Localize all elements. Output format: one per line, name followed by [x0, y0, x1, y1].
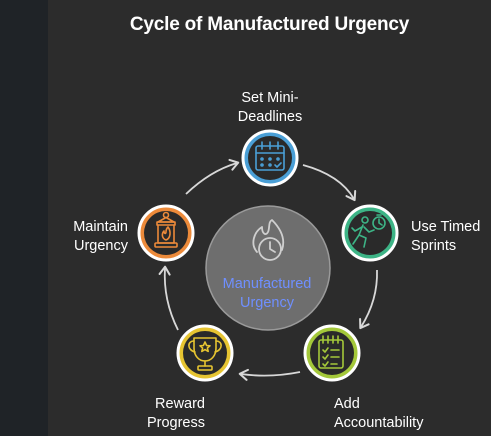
- clock-fire-icon: [252, 219, 285, 261]
- center-node: [205, 205, 331, 331]
- node-set-mini-deadlines: [241, 129, 299, 187]
- arrow-sprints-to-accountability: [359, 269, 378, 330]
- running-stopwatch-icon: [351, 214, 386, 248]
- label-set-mini-deadlines: Set Mini-Deadlines: [237, 90, 303, 125]
- side-panel-strip: [0, 0, 48, 436]
- node-add-accountability: [303, 324, 361, 382]
- node-maintain-urgency: [137, 204, 195, 262]
- lantern-icon: [154, 211, 178, 248]
- arrow-urgency-to-deadlines: [185, 158, 240, 195]
- arrow-deadlines-to-sprints: [302, 164, 357, 202]
- node-reward-progress: [176, 324, 234, 382]
- arrow-accountability-to-reward: [238, 368, 301, 381]
- arrow-reward-to-urgency: [158, 265, 179, 331]
- node-use-timed-sprints: [341, 204, 399, 262]
- trophy-icon: [188, 337, 222, 371]
- diagram-title: Cycle of Manufactured Urgency: [129, 14, 410, 35]
- checklist-icon: [318, 335, 344, 369]
- calendar-icon: [255, 141, 285, 171]
